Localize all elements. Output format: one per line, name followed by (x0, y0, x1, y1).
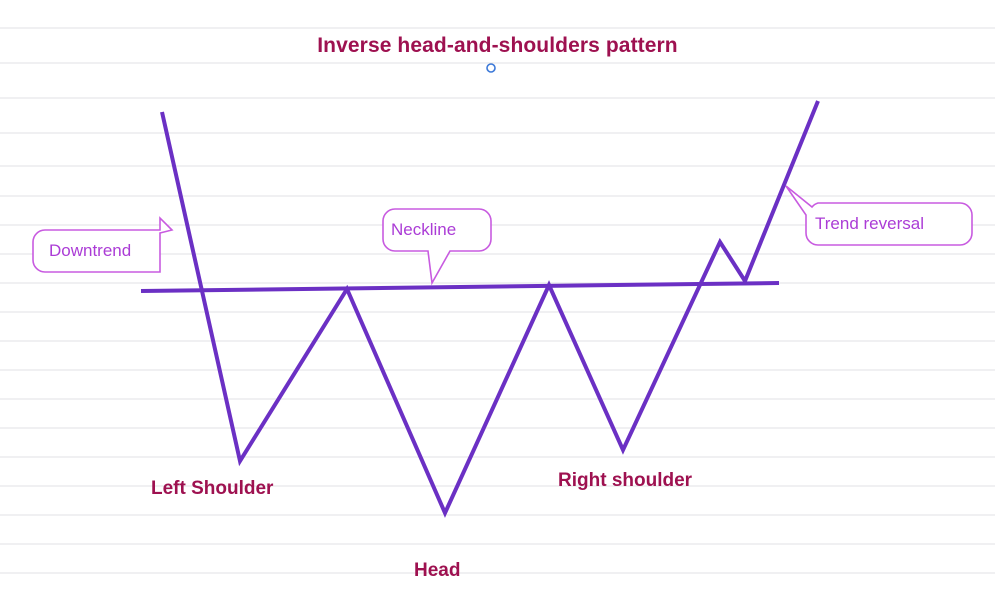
right-shoulder-label: Right shoulder (558, 470, 693, 491)
callout-neckline[interactable] (382, 208, 492, 286)
left-shoulder-label: Left Shoulder (151, 478, 274, 499)
callout-trend-reversal-bubble (785, 185, 973, 246)
title-anchor-dot-icon (486, 63, 496, 73)
neckline-line (140, 281, 780, 293)
head-label: Head (414, 560, 461, 581)
callout-neckline-label: Neckline (391, 220, 457, 239)
callout-trend-reversal-label: Trend reversal (815, 214, 924, 233)
callout-neckline-bubble (382, 208, 492, 286)
page-title: Inverse head-and-shoulders pattern (317, 34, 678, 57)
callout-downtrend-label: Downtrend (49, 241, 132, 260)
callout-downtrend-bubble (32, 216, 174, 273)
callout-downtrend[interactable] (32, 216, 174, 273)
callout-trend-reversal[interactable] (785, 185, 973, 246)
